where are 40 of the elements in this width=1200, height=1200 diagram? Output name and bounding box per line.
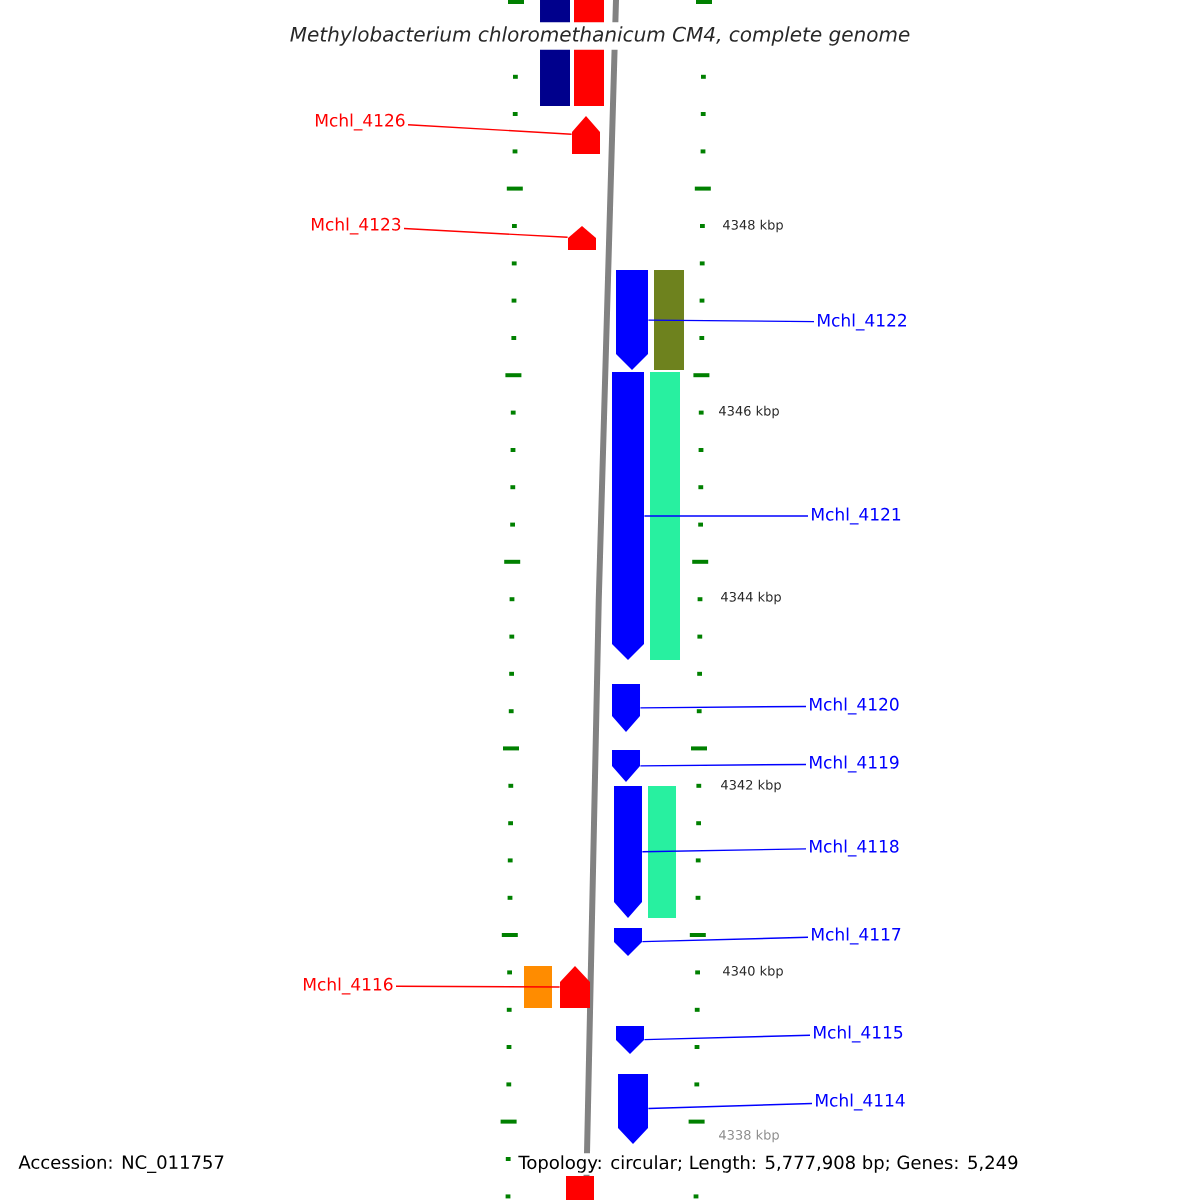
gene-feature xyxy=(612,750,640,782)
leader-line xyxy=(407,124,573,135)
leader-line xyxy=(647,1102,813,1110)
gene-feature xyxy=(616,270,648,370)
title: Methylobacterium chloromethanicum CM4, complete genome xyxy=(285,22,915,50)
gene-feature xyxy=(568,226,596,250)
footer-text: Accession: NC_011757 xyxy=(16,1153,227,1175)
leader-line xyxy=(641,936,809,943)
footer-text: Topology: circular; Length: 5,777,908 bp; Genes: 5,249 xyxy=(516,1153,1021,1175)
gene-feature xyxy=(572,116,600,154)
leader-line xyxy=(643,1034,811,1041)
gene-label: Mchl_4116 xyxy=(304,977,393,995)
leader-line xyxy=(403,227,569,238)
leader-line xyxy=(395,985,561,988)
gene-label: Mchl_4115 xyxy=(814,1025,903,1043)
gene-label: Mchl_4122 xyxy=(818,313,906,331)
feature-bar xyxy=(654,270,684,370)
leader-line xyxy=(647,319,815,323)
gene-label: Mchl_4120 xyxy=(810,697,899,715)
gene-feature xyxy=(618,1074,648,1144)
leader-line xyxy=(643,515,809,517)
leader-line xyxy=(641,848,807,853)
feature-bar xyxy=(650,372,680,660)
leader-line xyxy=(639,705,807,709)
gene-feature xyxy=(612,684,640,732)
feature-bar xyxy=(524,966,552,1008)
gene-feature xyxy=(616,1026,644,1054)
feature-bar xyxy=(648,786,676,918)
feature-bar xyxy=(566,1176,594,1200)
gene-label: Mchl_4121 xyxy=(812,507,901,525)
gene-label: Mchl_4123 xyxy=(312,217,401,235)
gene-label: Mchl_4118 xyxy=(810,839,899,857)
gene-label: Mchl_4119 xyxy=(810,755,899,773)
gene-label: Mchl_4114 xyxy=(816,1093,905,1111)
gene-feature xyxy=(614,928,642,956)
gene-label: Mchl_4126 xyxy=(316,113,405,131)
gene-feature xyxy=(560,966,590,1008)
gene-label: Mchl_4117 xyxy=(812,927,901,945)
gene-feature xyxy=(614,786,642,918)
leader-line xyxy=(639,763,807,767)
